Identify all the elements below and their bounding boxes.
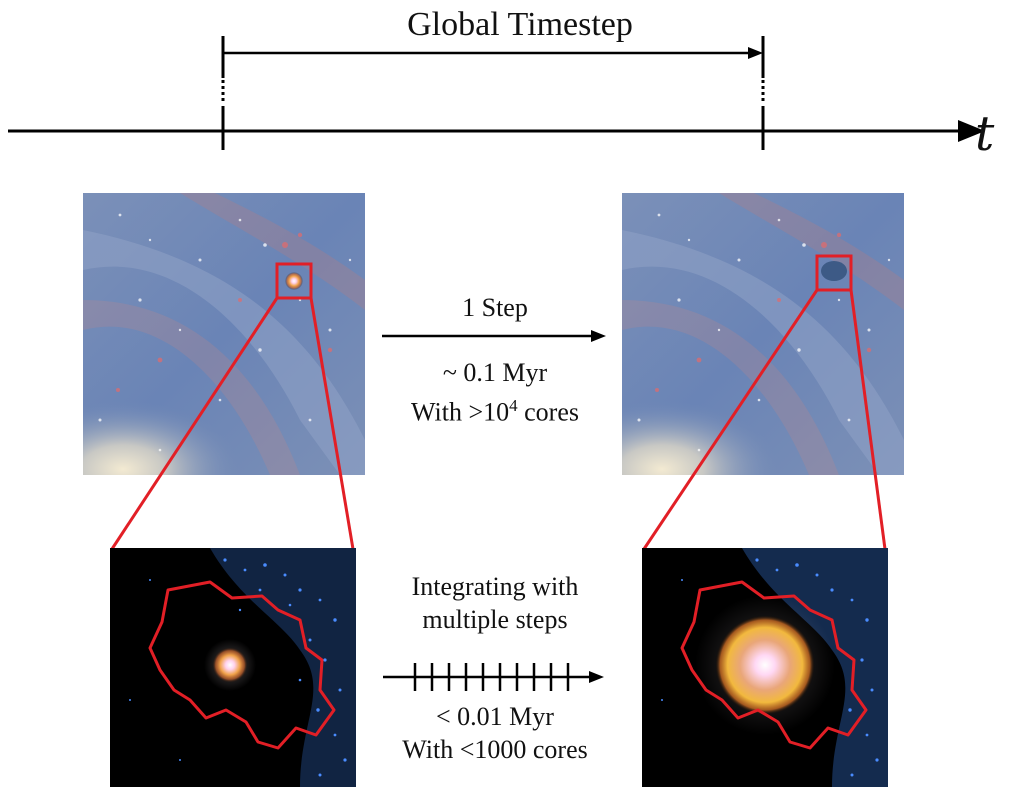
single-step-cores-suffix: cores [517, 397, 579, 427]
time-axis-arrowhead [958, 120, 985, 142]
multi-step-duration: < 0.01 Myr [436, 702, 554, 731]
integration-region-before [148, 580, 336, 750]
multi-step-line2: multiple steps [422, 605, 568, 634]
galaxy-image-after [622, 193, 904, 475]
single-step-cores-exponent: 4 [509, 396, 518, 415]
supernova-large [715, 615, 815, 715]
highlight-box-before [275, 262, 313, 300]
multi-step-arrowhead [589, 671, 604, 683]
single-step-arrowhead [591, 330, 606, 342]
zoom-line-left-a [110, 297, 279, 550]
global-timestep-arrowhead [748, 47, 763, 59]
multi-step-arrow [383, 663, 592, 691]
multi-step-line1: Integrating with [411, 572, 579, 601]
supernova-small [212, 647, 248, 683]
integration-region-after [680, 580, 868, 750]
supernova-small-thumb [285, 272, 303, 290]
zoom-panel-after [642, 548, 888, 787]
single-step-label: 1 Step [462, 293, 528, 322]
single-step-cost: ~ 0.1 Myr With >104 cores [370, 356, 620, 429]
single-step-duration: ~ 0.1 Myr [442, 358, 548, 387]
time-axis-label: t [975, 106, 995, 162]
highlight-box-after [815, 254, 853, 292]
zoom-panel-before [110, 548, 356, 787]
zoom-line-left-b [309, 297, 355, 550]
zoom-line-right-a [642, 289, 819, 550]
global-timestep-title: Global Timestep [407, 6, 633, 43]
multi-step-cost: < 0.01 Myr With <1000 cores [360, 700, 630, 766]
blast-region-thumb [821, 261, 847, 281]
galaxy-image-before [83, 193, 365, 475]
zoom-line-right-b [849, 289, 887, 550]
multi-step-cores: With <1000 cores [402, 735, 588, 764]
single-step-cores: With >104 cores [370, 389, 620, 429]
single-step-cores-prefix: With >10 [411, 397, 510, 427]
multi-step-label: Integrating with multiple steps [360, 570, 630, 636]
